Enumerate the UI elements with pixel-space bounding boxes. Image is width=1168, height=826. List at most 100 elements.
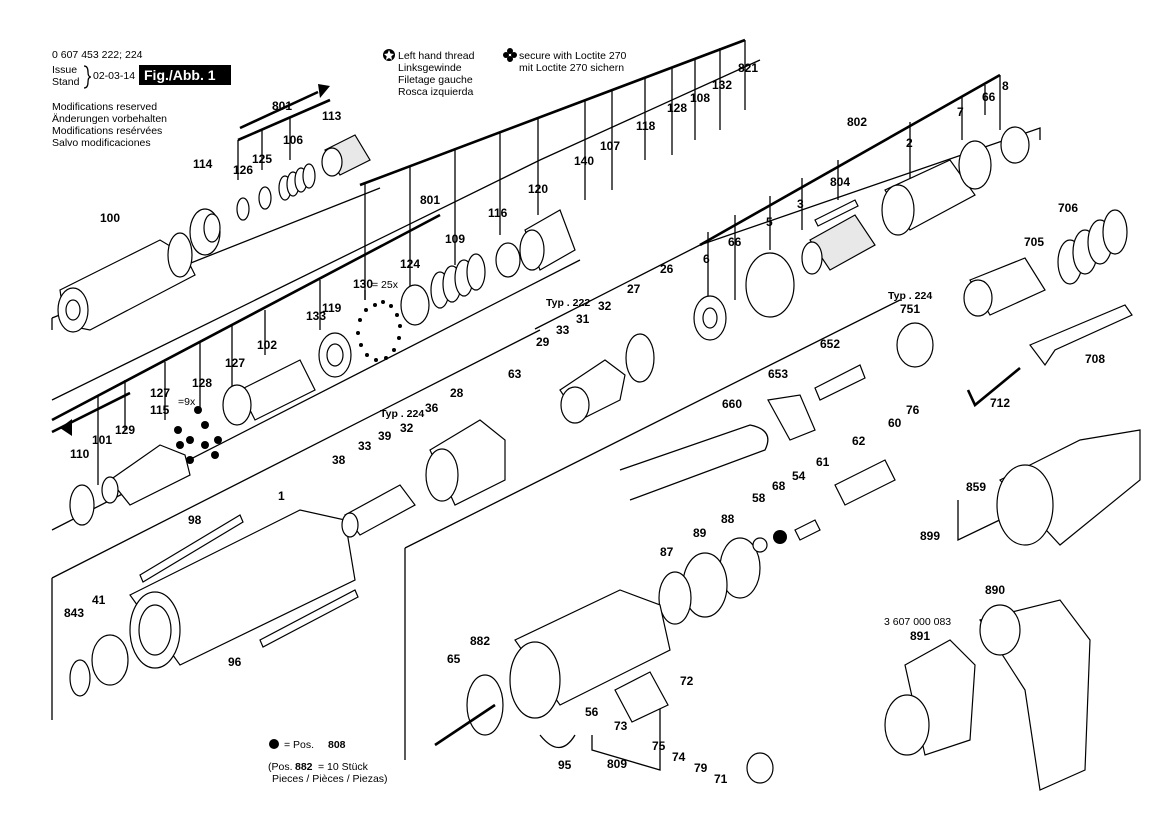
callout-60-c60: 60 [888,416,902,430]
ring-126 [236,197,250,221]
pos-note-prefix: (Pos. [268,761,293,773]
shaft-38 [341,484,416,538]
callout-706-c706: 706 [1058,201,1078,215]
valve-56 [614,671,669,723]
callout-113-c113: 113 [322,109,342,123]
callout-129-c129: 129 [115,423,135,437]
callout-96-c96: 96 [228,655,242,669]
callout-127-c127a: 127 [225,356,245,370]
callout-109-c109: 109 [445,232,465,246]
wrench-708 [1029,304,1133,367]
rod-65 [434,703,496,747]
strip-96 [259,589,359,648]
endplate-7 [958,140,992,190]
typ-224-label-b: Typ . 224 [380,408,424,420]
callout-33-c33b: 33 [358,439,372,453]
callout-74-c74: 74 [672,750,686,764]
brace [83,65,92,89]
cylinder-2 [881,159,976,236]
clip-843 [69,659,91,697]
callout-652-c652: 652 [820,337,840,351]
callout-33-c33a: 33 [556,323,570,337]
callout-29-c29: 29 [536,335,550,349]
valve-62 [834,459,896,506]
callout-1-c1: 1 [278,489,285,503]
callout-882-c882: 882 [470,634,490,648]
spring-54 [794,519,821,541]
balls-127 [174,406,222,464]
callout-6-c6: 6 [703,252,710,266]
issue-label: Issue [52,64,77,76]
callout-660-c660: 660 [722,397,742,411]
callout-32-c32a: 32 [598,299,612,313]
left-hand-thread-icon [383,49,395,61]
gear-unit-29 [559,359,626,424]
callout-71-c71: 71 [714,772,728,786]
callout-124-c124: 124 [400,257,420,271]
callout-36-c36: 36 [425,401,439,415]
figure-label: Fig./Abb. 1 [144,67,216,83]
housing-1 [129,509,356,669]
callout-63-c63: 63 [508,367,522,381]
callout-120-c120: 120 [528,182,548,196]
callout-2-c2: 2 [906,136,913,150]
bullet-pos: 808 [328,739,346,751]
callout-110-c110: 110 [70,447,90,461]
callout-821-c821: 821 [738,61,758,75]
callout-801-c801b: 801 [420,193,440,207]
callout-73-c73: 73 [614,719,628,733]
callout-39-c39: 39 [378,429,392,443]
callout-3-c3: 3 [797,197,804,211]
sleeve-113 [321,134,371,177]
callout-76-c76: 76 [906,403,920,417]
legend-lh-es: Rosca izquierda [398,86,473,98]
callout-108-c108: 108 [690,91,710,105]
callout-107-c107: 107 [600,139,620,153]
ring-58 [752,537,768,553]
ring-5 [745,252,795,318]
callout-27-c27: 27 [627,282,641,296]
callout-890-c890: 890 [985,583,1005,597]
callout-128-c128b: 128 [192,376,212,390]
pistol-grip-890 [979,599,1091,791]
callout-25x-c130q: = 25x [372,279,399,291]
ring-119 [318,332,352,378]
callout-801-c801a: 801 [272,99,292,113]
arrow-right-icon [318,84,330,98]
callout-102-c102: 102 [257,338,277,352]
callout-859-c859: 859 [966,480,986,494]
bullet-note: = Pos. [284,739,314,751]
callout-62-c62: 62 [852,434,866,448]
callout-126-c126: 126 [233,163,253,177]
accessory-number: 3 607 000 083 [884,616,951,628]
pos-note-line2: Pieces / Pièces / Piezas) [272,773,388,785]
leader-lines [51,38,1011,771]
modifications-de: Änderungen vorbehalten [52,113,167,125]
callout-5-c5: 5 [766,215,773,229]
ring-110 [69,484,95,526]
lower-housing [509,589,671,719]
callout-843-c843: 843 [64,606,84,620]
rotor-3 [801,214,876,275]
callout-9x-c127q: =9x [178,396,196,408]
callout-56-c56: 56 [585,705,599,719]
strip-98 [139,514,244,583]
callout-802-c802: 802 [847,115,867,129]
ring-114 [189,208,221,256]
callout-115-c115: 115 [150,403,170,417]
callout-79-c79: 79 [694,761,708,775]
callout-114-c114: 114 [193,157,213,171]
callout-66-c66a: 66 [728,235,742,249]
issue-date: 02-03-14 [93,70,135,82]
spring-109 [430,253,486,309]
callout-7-c7: 7 [957,105,964,119]
callout-101-c101: 101 [92,433,112,447]
callout-38-c38: 38 [332,453,346,467]
ring-116 [495,242,521,278]
callout-95-c95: 95 [558,758,572,772]
callout-653-c653: 653 [768,367,788,381]
callout-708-c708: 708 [1085,352,1105,366]
callout-127-c127b: 127 [150,386,170,400]
callout-891-c891: 891 [910,629,930,643]
